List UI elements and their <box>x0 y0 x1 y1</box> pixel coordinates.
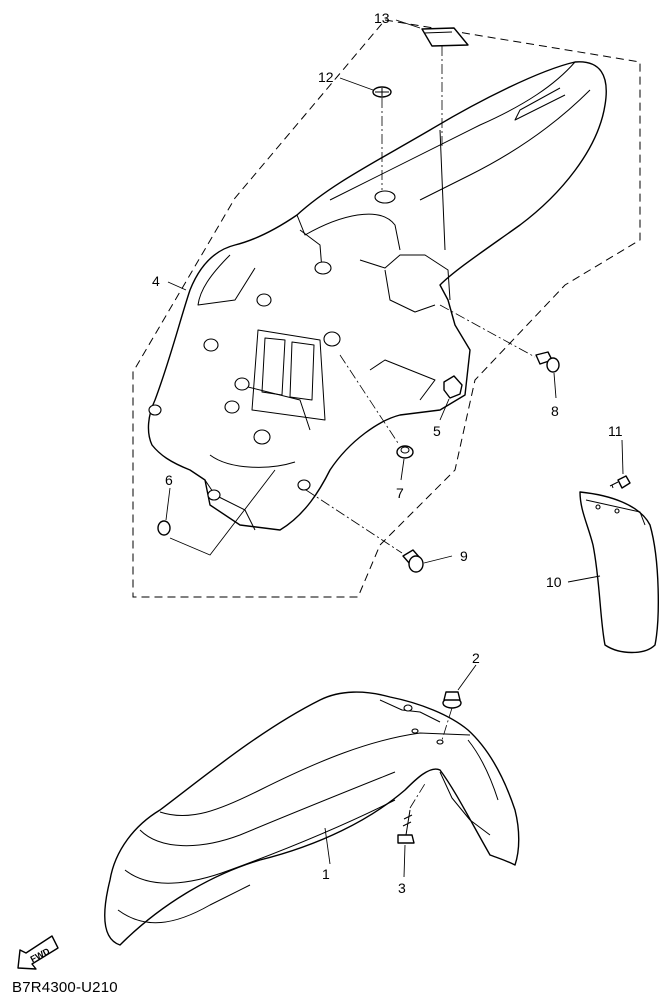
callout-6: 6 <box>165 472 173 488</box>
grommet-part-12[interactable] <box>372 86 392 98</box>
nut-part-5[interactable] <box>443 375 463 399</box>
diagram-code: B7R4300-U210 <box>12 979 118 996</box>
assembly-boundary <box>132 19 641 598</box>
mud-flap-part-10[interactable] <box>579 491 659 654</box>
callout-4: 4 <box>152 273 160 289</box>
callout-2: 2 <box>472 650 480 666</box>
rear-fender-part-4[interactable] <box>147 61 607 531</box>
bolt-part-3[interactable] <box>397 809 415 844</box>
callout-10: 10 <box>546 574 562 590</box>
callout-5: 5 <box>433 423 441 439</box>
callout-13: 13 <box>374 10 390 26</box>
bolt-part-8[interactable] <box>535 351 560 373</box>
callout-11: 11 <box>608 423 623 439</box>
fwd-arrow-icon: FWD <box>17 935 59 970</box>
label-part-13[interactable] <box>421 27 469 47</box>
bolt-part-9[interactable] <box>402 549 424 573</box>
callout-9: 9 <box>460 548 468 564</box>
screw-part-11[interactable] <box>609 475 631 489</box>
callout-12: 12 <box>318 69 334 85</box>
collar-part-6[interactable] <box>157 520 171 536</box>
front-fender-part-1[interactable] <box>104 691 520 946</box>
callout-7: 7 <box>396 485 404 501</box>
callout-8: 8 <box>551 403 559 419</box>
callout-1: 1 <box>322 866 330 882</box>
nut-part-7[interactable] <box>396 445 414 459</box>
bolt-part-2[interactable] <box>442 691 462 709</box>
callout-3: 3 <box>398 880 406 896</box>
